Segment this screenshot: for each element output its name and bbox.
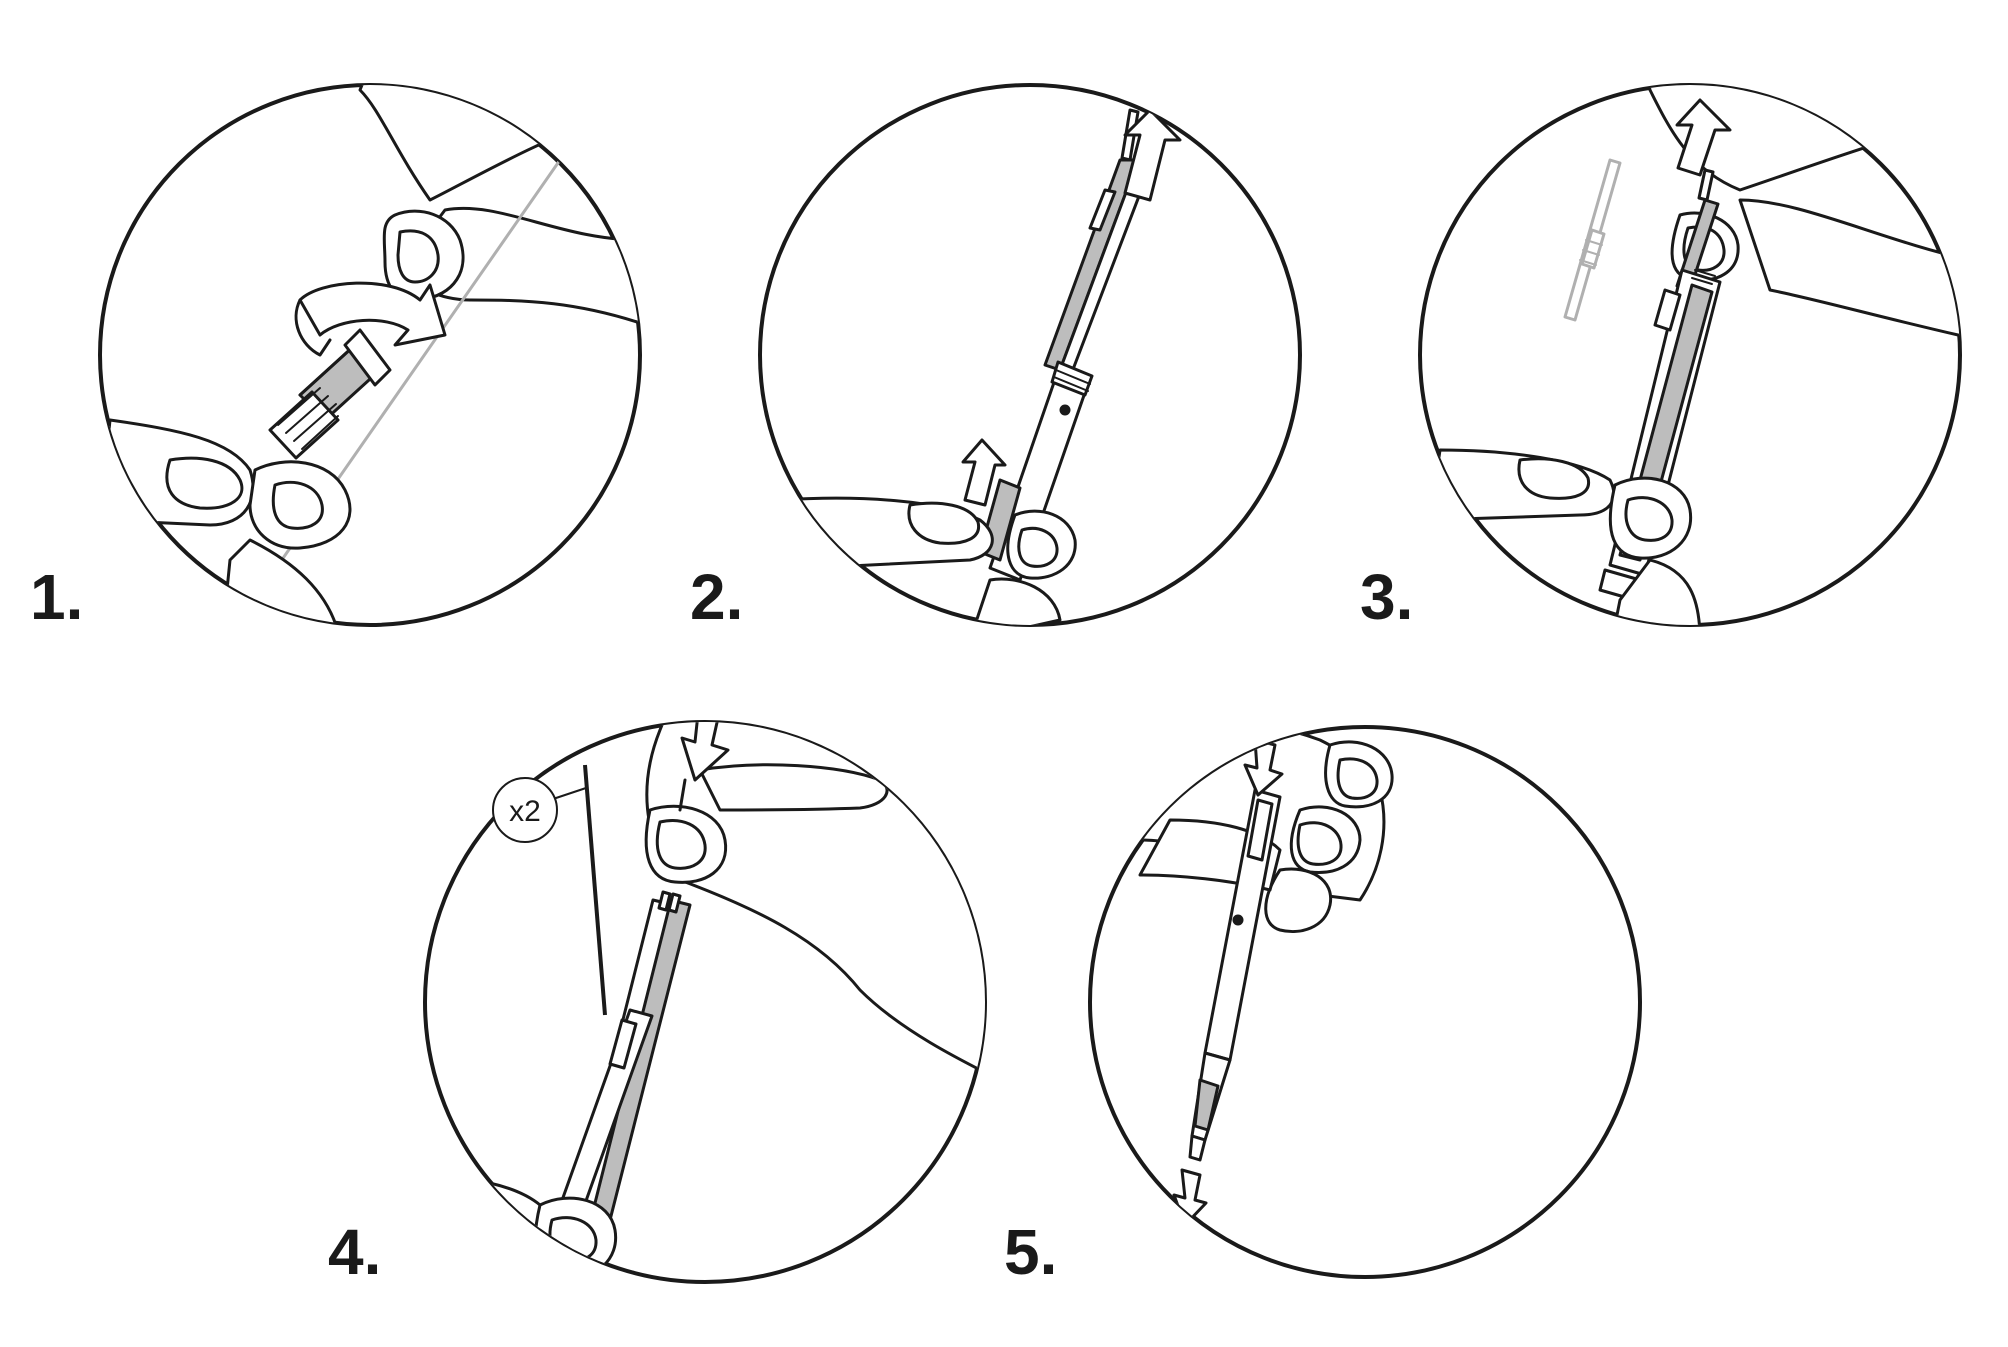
pen-point <box>1188 1134 1207 1162</box>
pen-threads <box>268 390 340 460</box>
lower-fingernail <box>1517 457 1591 500</box>
x2-badge <box>492 777 558 843</box>
down-arrow-click <box>1243 738 1284 797</box>
thumbnail <box>1017 526 1059 568</box>
step-2-illustration <box>758 83 1302 627</box>
upper-finger <box>698 763 889 812</box>
step-1-number: 1. <box>30 561 84 633</box>
step-3-panel: 3. <box>1320 0 2008 660</box>
step-2-panel: 2. <box>660 0 1360 660</box>
lower-palm <box>218 538 342 625</box>
middle-fingernail <box>1296 821 1343 866</box>
step-4-illustration: x2 <box>423 720 987 1284</box>
pen-clip <box>608 1018 638 1070</box>
lower-thumbnail <box>271 480 324 530</box>
ghost-refill <box>1563 158 1622 322</box>
upper-thumbnail <box>396 229 440 284</box>
x2-badge-text: x2 <box>509 795 541 828</box>
up-arrow <box>1675 98 1732 177</box>
index-fingernail <box>1336 757 1379 800</box>
pen-end-threads <box>538 1278 577 1282</box>
ring-finger <box>1264 867 1333 934</box>
lower-fingernail <box>165 456 244 510</box>
upper-fingers <box>1738 198 1960 342</box>
fingernail <box>907 501 981 545</box>
lower-palm <box>533 1278 627 1282</box>
up-arrow-large <box>1123 108 1182 202</box>
pen-clip <box>1246 798 1274 862</box>
step-5-panel: 5. <box>1004 660 1740 1347</box>
step-3-number: 3. <box>1360 561 1414 633</box>
twist-arrow <box>298 281 447 347</box>
lower-thumbnail <box>1624 496 1674 542</box>
refill-tip <box>1697 168 1715 202</box>
step-4-panel: x2 <box>328 660 1040 1347</box>
lower-thumbnail <box>548 1216 598 1262</box>
lower-fingernail <box>427 1186 501 1232</box>
step-2-number: 2. <box>690 561 744 633</box>
up-arrow-small <box>961 438 1007 507</box>
down-arrow <box>680 722 730 782</box>
step-1-panel: 1. <box>0 0 700 660</box>
step-5-number: 5. <box>1004 1216 1058 1288</box>
upper-thumbnail <box>655 819 707 870</box>
step-4-press-line <box>583 764 607 1016</box>
pen-threads <box>1050 360 1094 397</box>
lower-palm <box>1608 558 1702 625</box>
step-3-illustration <box>1418 83 1962 627</box>
pen-clip <box>1653 288 1682 332</box>
step-1-illustration <box>98 83 642 627</box>
step-5-illustration <box>1088 725 1642 1279</box>
pen-collar <box>343 328 392 387</box>
step-4-number: 4. <box>328 1216 382 1288</box>
